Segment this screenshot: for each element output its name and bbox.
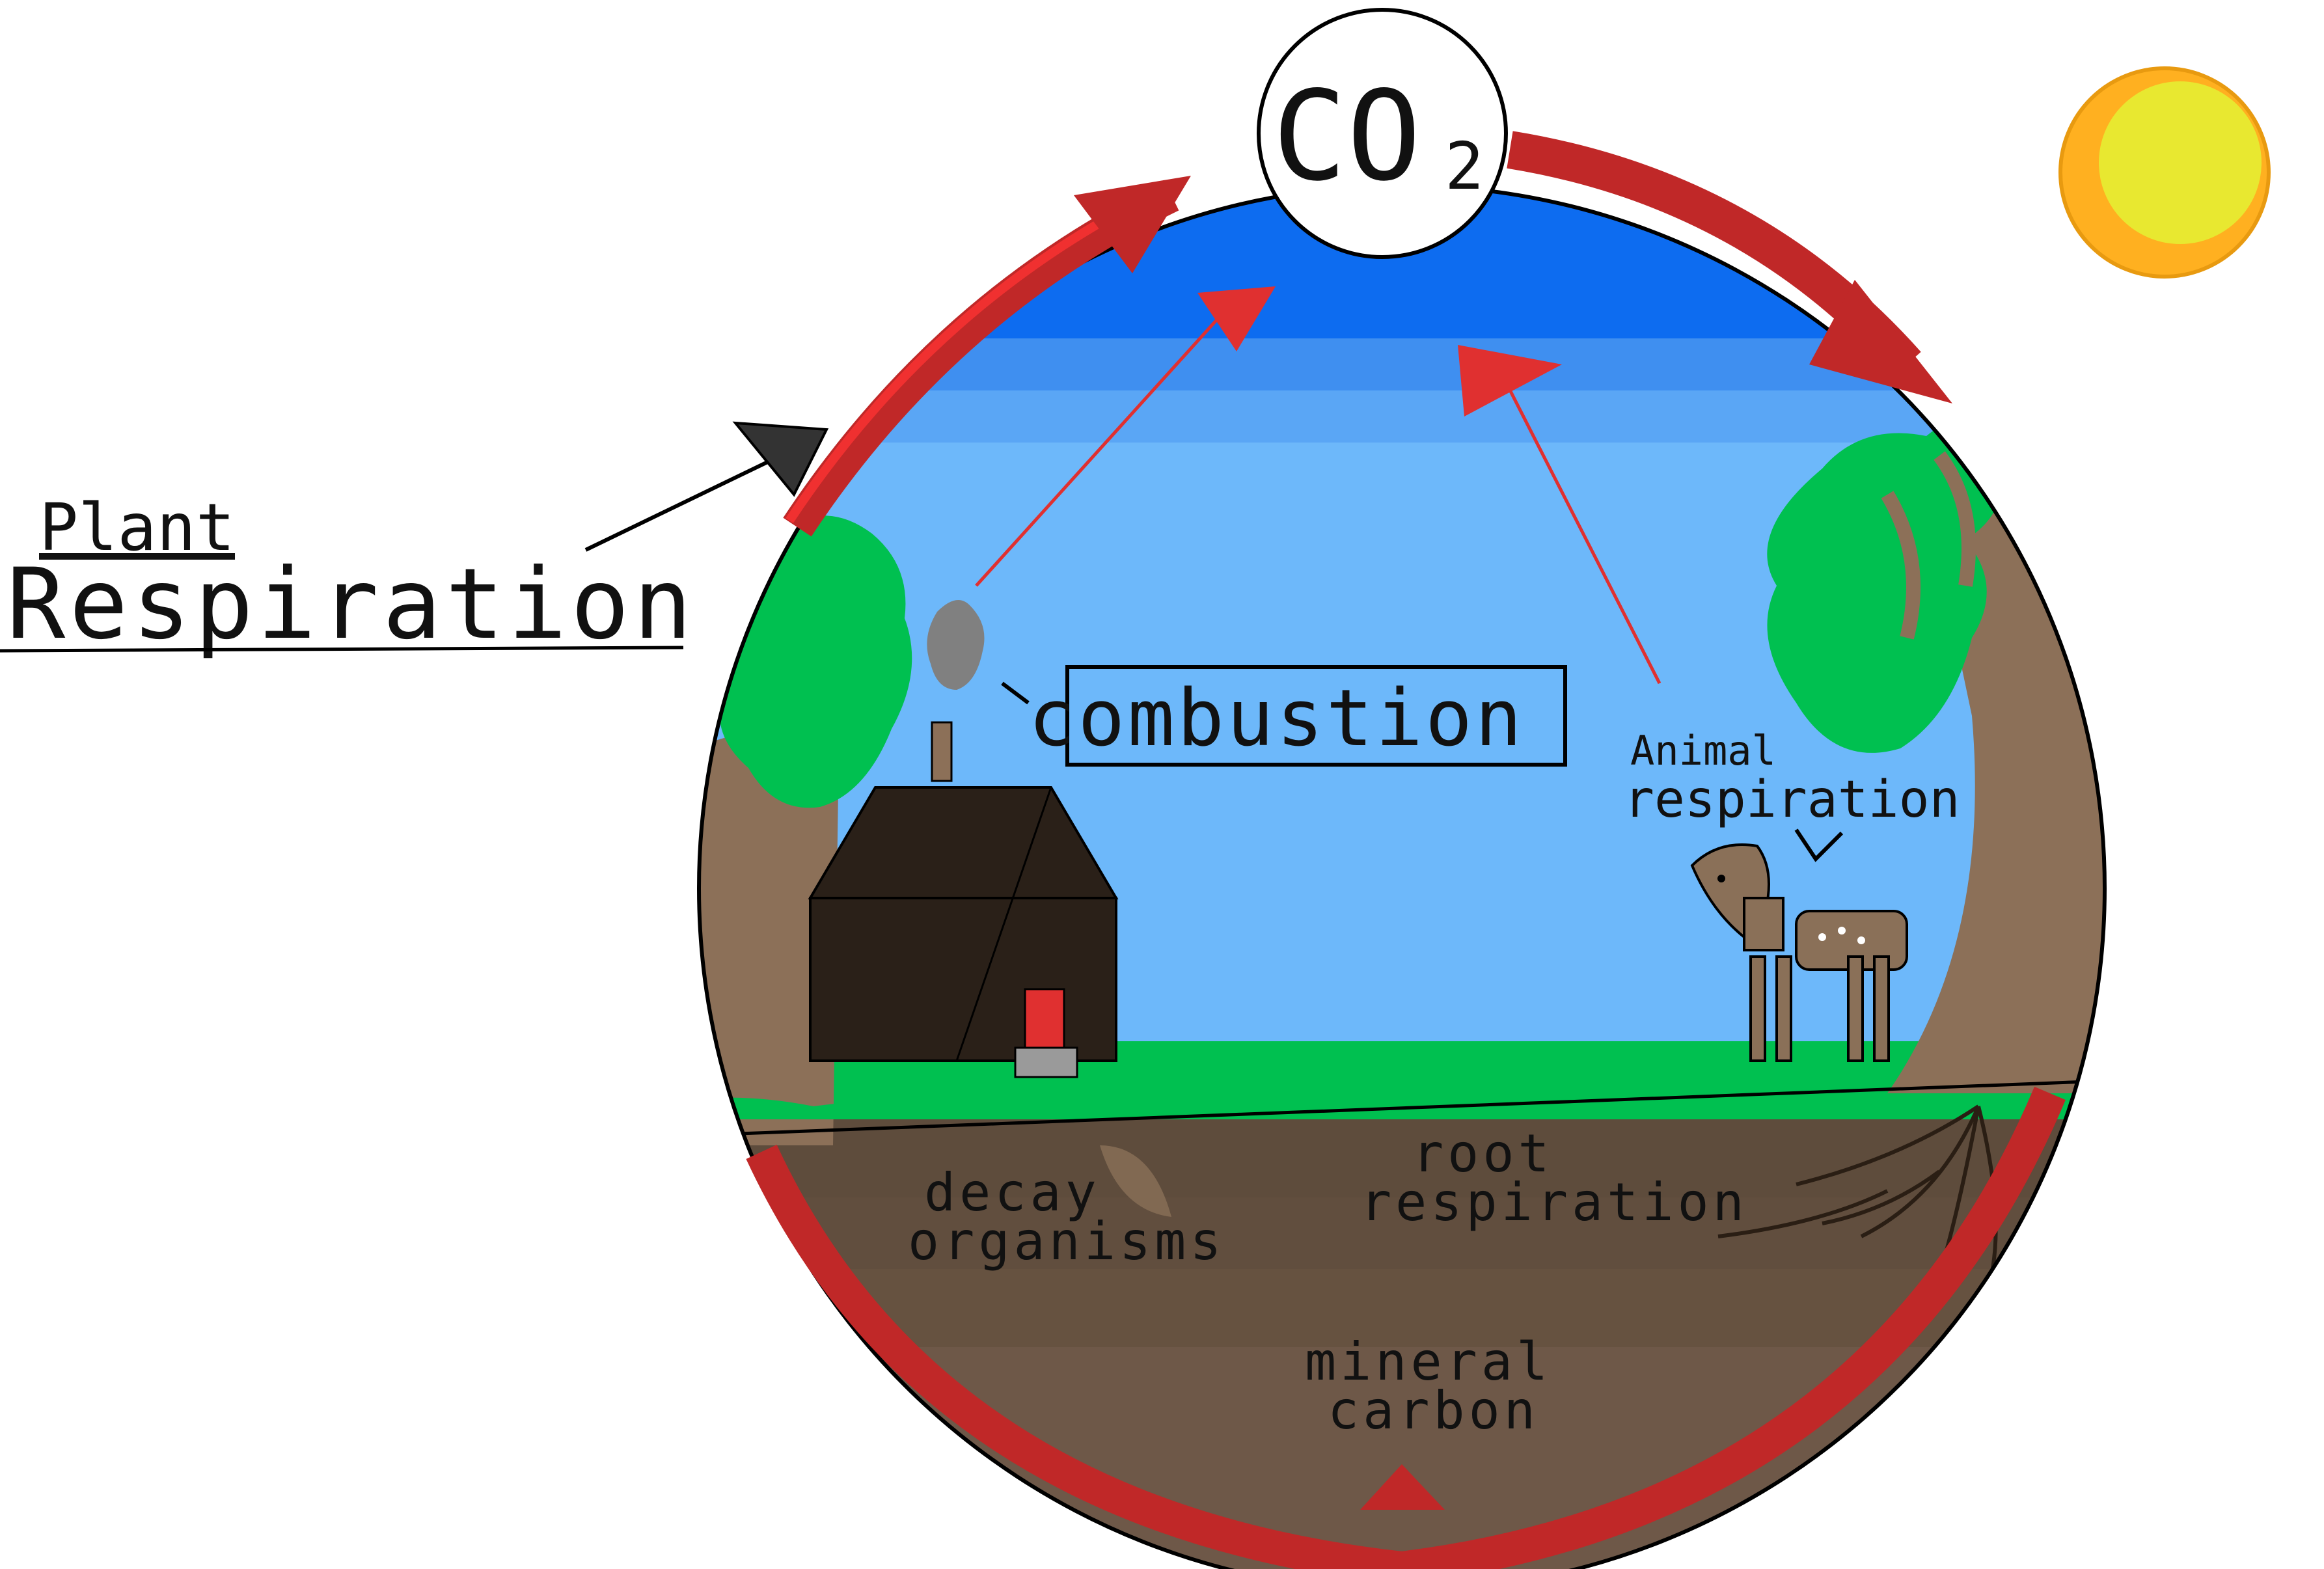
carbon-label: carbon (1328, 1380, 1539, 1441)
root-respiration-label: respiration (1360, 1172, 1748, 1233)
sun-icon (2058, 66, 2271, 279)
decay-label: decay (924, 1162, 1100, 1223)
co2-label: CO (1272, 64, 1421, 208)
tree-icon (1767, 403, 2105, 1093)
plant-respiration-label: Plant Respiration (0, 421, 829, 661)
combustion-label-box: combustion (1001, 665, 1567, 767)
animal-respiration-label: respiration (1624, 771, 1960, 829)
co2-subscript: 2 (1445, 128, 1484, 204)
combustion-label: combustion (1028, 674, 1524, 764)
co2-bubble-icon: CO 2 (1257, 8, 1508, 259)
animal-label: Animal (1630, 727, 1776, 774)
house-icon (808, 721, 1119, 1078)
smoke-icon (927, 600, 985, 690)
plant-label: Plant (39, 489, 235, 566)
mineral-label: mineral (1305, 1331, 1552, 1392)
root-label: root (1412, 1123, 1553, 1184)
cycle-arrows (746, 131, 2066, 1569)
leaf-icon (1100, 1145, 1171, 1217)
deer-icon (1690, 843, 1908, 1062)
respiration-label: Respiration (7, 548, 696, 661)
organisms-label: organisms (908, 1211, 1225, 1272)
